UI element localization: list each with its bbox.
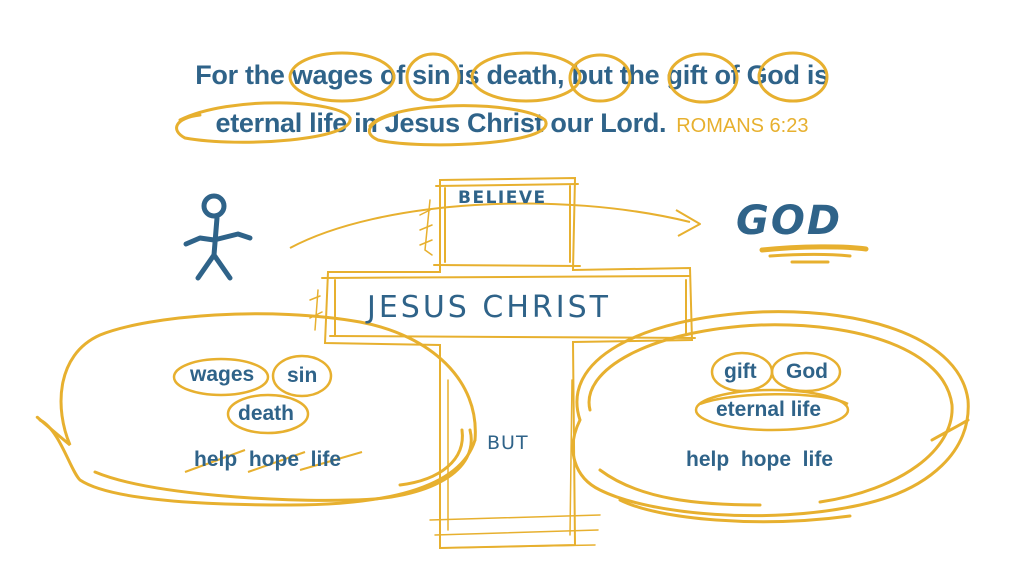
- verse-reference: ROMANS 6:23: [676, 115, 809, 137]
- circle-but: [568, 53, 632, 103]
- circle-gift: [667, 52, 739, 104]
- right-needs: help hope life: [686, 448, 834, 471]
- cross: [309, 176, 696, 550]
- arrow-right-icon: [675, 209, 701, 237]
- verse-line-2: eternal life in Jesus Christ our Lord. RO…: [0, 108, 1024, 139]
- arrow-curve: [289, 202, 691, 249]
- circle-eternal-life: [175, 101, 352, 144]
- circle-death: [470, 51, 582, 103]
- right-word-circles: [694, 351, 850, 432]
- left-needs: help hope life: [194, 448, 342, 471]
- circle-jesus-christ: [367, 104, 548, 147]
- stick-figure-icon: [183, 193, 253, 281]
- left-strikes: [184, 449, 363, 473]
- right-bubble: [571, 310, 970, 524]
- verse-line-1-text: For the wages of sin is death, but the g…: [195, 60, 829, 90]
- right-word-eternal-life: eternal life: [716, 398, 822, 421]
- god-label: GOD: [736, 198, 843, 244]
- cross-bottom-label: BUT: [487, 432, 529, 454]
- right-word-gift: gift: [724, 360, 757, 383]
- circle-god: [757, 51, 829, 103]
- left-word-sin: sin: [287, 364, 318, 387]
- cross-top-label: BELIEVE: [458, 188, 547, 208]
- verse-line-2-text: eternal life in Jesus Christ our Lord.: [215, 108, 667, 138]
- left-word-wages: wages: [190, 363, 255, 386]
- circle-wages: [288, 51, 396, 103]
- verse-highlight-circles: [175, 51, 829, 147]
- right-word-god: God: [786, 360, 828, 383]
- cross-center-label: JESUS CHRIST: [367, 290, 611, 325]
- left-word-circles: [172, 354, 333, 435]
- god-underline: [759, 244, 869, 264]
- verse-line-1: For the wages of sin is death, but the g…: [0, 60, 1024, 91]
- left-word-death: death: [238, 402, 295, 425]
- left-bubble: [35, 312, 477, 507]
- circle-sin: [405, 52, 461, 102]
